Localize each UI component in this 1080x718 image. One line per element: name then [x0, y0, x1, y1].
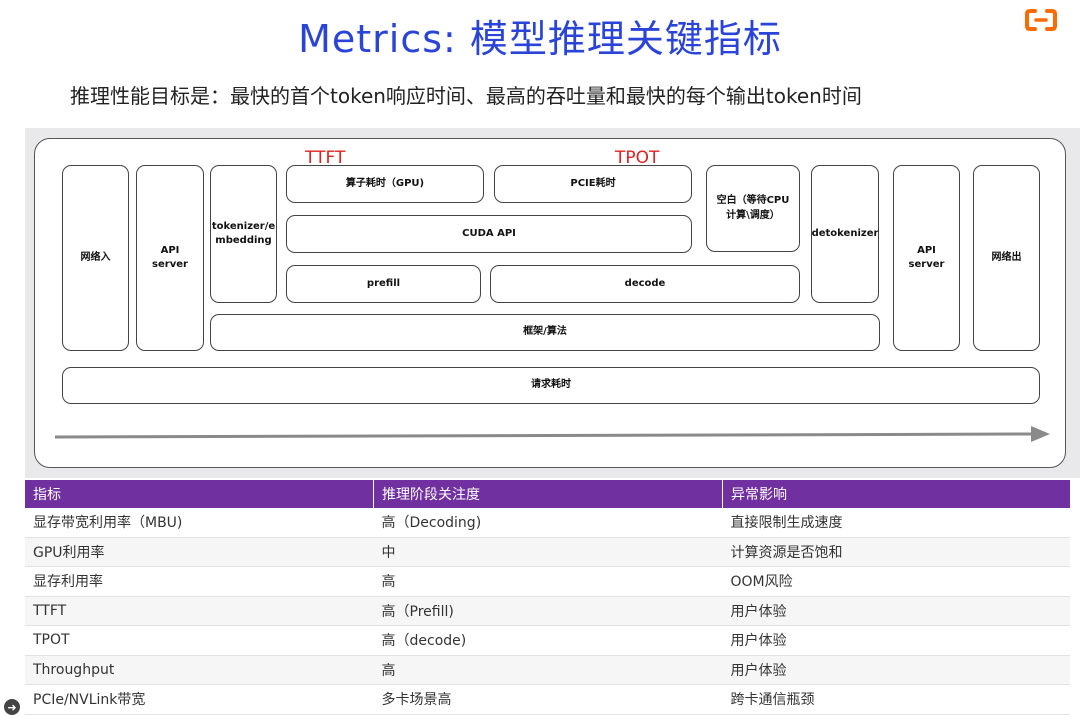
- api-server-in-box: API server: [136, 165, 204, 351]
- page-title: Metrics: 模型推理关键指标: [298, 17, 782, 61]
- metric-cell: GPU利用率: [25, 537, 374, 567]
- subtitle: 推理性能目标是：最快的首个token响应时间、最高的吞吐量和最快的每个输出tok…: [70, 84, 862, 108]
- metric-cell: PCIe/NVLink带宽: [25, 684, 374, 715]
- table-header-row: 指标 推理阶段关注度 异常影响: [25, 480, 1070, 508]
- impact-cell: 计算资源是否饱和: [722, 537, 1070, 567]
- impact-cell: 跨卡通信瓶颈: [722, 684, 1070, 715]
- network-in-box: 网络入: [62, 165, 129, 351]
- tokenizer-box: tokenizer/e mbedding: [210, 165, 277, 303]
- arrow-right-icon[interactable]: ➜: [4, 699, 20, 715]
- impact-cell: 用户体验: [722, 655, 1070, 685]
- attention-cell: 高（decode): [373, 625, 723, 656]
- attention-cell: 多卡场景高: [373, 684, 723, 715]
- metrics-table: 指标 推理阶段关注度 异常影响 显存带宽利用率（MBU) 高（Decoding)…: [25, 480, 1070, 715]
- tpot-label: TPOT: [615, 148, 660, 168]
- header-attention: 推理阶段关注度: [373, 480, 723, 508]
- metric-cell: 显存利用率: [25, 566, 374, 597]
- attention-cell: 高: [373, 566, 723, 597]
- idle-box: 空白（等待CPU 计算\调度）: [706, 165, 800, 252]
- cuda-api-box: CUDA API: [286, 215, 692, 253]
- impact-cell: OOM风险: [722, 566, 1070, 597]
- impact-cell: 直接限制生成速度: [722, 508, 1070, 538]
- attention-cell: 高: [373, 655, 723, 685]
- impact-cell: 用户体验: [722, 625, 1070, 656]
- decode-box: decode: [490, 265, 800, 303]
- attention-cell: 高（Decoding): [373, 508, 723, 538]
- header-impact: 异常影响: [722, 480, 1070, 508]
- operator-time-box: 算子耗时（GPU): [286, 165, 484, 203]
- table-row: Throughput 高 用户体验: [25, 655, 1070, 685]
- impact-cell: 用户体验: [722, 596, 1070, 626]
- detokenizer-box: detokenizer: [811, 165, 879, 303]
- ttft-label: TTFT: [305, 148, 346, 168]
- attention-cell: 中: [373, 537, 723, 567]
- timeline-arrow: [54, 424, 1055, 444]
- table-row: 显存带宽利用率（MBU) 高（Decoding) 直接限制生成速度: [25, 508, 1070, 538]
- api-server-out-box: API server: [893, 165, 960, 351]
- network-out-box: 网络出: [973, 165, 1040, 351]
- pcie-time-box: PCIE耗时: [494, 165, 692, 203]
- request-time-box: 请求耗时: [62, 367, 1040, 404]
- metric-cell: TTFT: [25, 596, 374, 626]
- logo-icon: [1024, 8, 1058, 32]
- table-row: 显存利用率 高 OOM风险: [25, 566, 1070, 597]
- framework-box: 框架/算法: [210, 314, 880, 351]
- attention-cell: 高（Prefill): [373, 596, 723, 626]
- prefill-box: prefill: [286, 265, 481, 303]
- table-row: TPOT 高（decode) 用户体验: [25, 625, 1070, 656]
- header-metric: 指标: [25, 480, 374, 508]
- metric-cell: TPOT: [25, 625, 374, 656]
- table-row: PCIe/NVLink带宽 多卡场景高 跨卡通信瓶颈: [25, 684, 1070, 715]
- metric-cell: Throughput: [25, 655, 374, 685]
- table-row: GPU利用率 中 计算资源是否饱和: [25, 537, 1070, 567]
- metric-cell: 显存带宽利用率（MBU): [25, 508, 374, 538]
- table-row: TTFT 高（Prefill) 用户体验: [25, 596, 1070, 626]
